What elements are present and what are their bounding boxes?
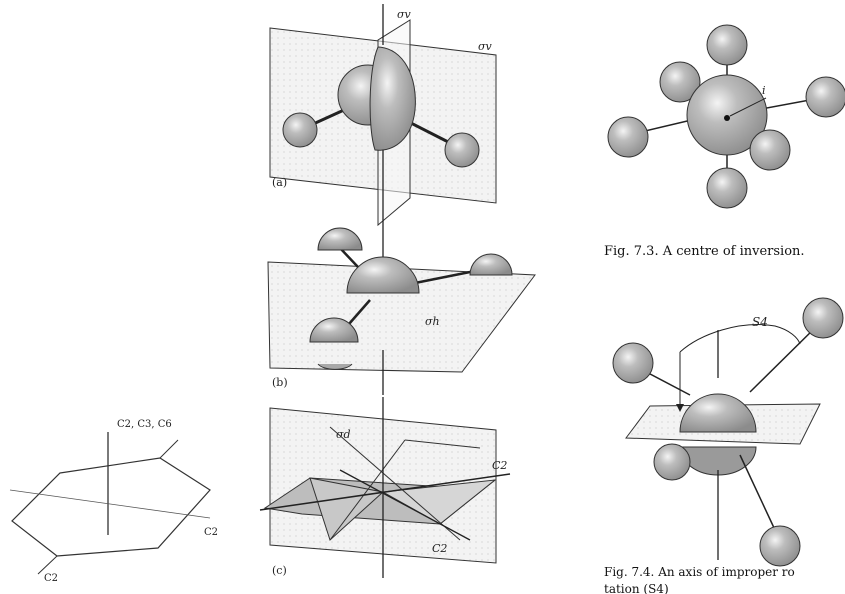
- atom-7-3-left: [607, 116, 649, 158]
- atom-central-half: [369, 46, 416, 151]
- atom-7-3-top: [706, 24, 748, 66]
- fig-7-4-caption-line-2: tation (S4): [604, 582, 669, 594]
- atom-7-4-upper-left: [612, 342, 654, 384]
- fig-7-3-diagram: i: [607, 24, 845, 209]
- c2-axis-horizontal: [259, 473, 511, 511]
- panel-c-tag: (c): [272, 564, 287, 577]
- sigma-v-label-2: σv: [478, 40, 493, 53]
- corner-stub-1: [159, 439, 179, 459]
- c2-axis-diagonal: [339, 469, 471, 541]
- principal-axis-label: C2, C3, C6: [117, 419, 172, 430]
- atom-b-center: [346, 256, 420, 294]
- sigma-d-line-3: [329, 439, 406, 541]
- hexagon-diagram: C2, C3, C6 C2 C2: [9, 419, 218, 584]
- atom-b-right: [469, 253, 513, 276]
- atom-b-top: [317, 227, 363, 251]
- inversion-centre-dot: [724, 115, 730, 121]
- atom-hydrogen-right: [444, 132, 480, 168]
- s4-rotation-arc: [679, 324, 801, 353]
- sigma-v-label-1: σv: [397, 8, 412, 21]
- sigma-h-plane: [267, 261, 536, 373]
- atom-b-front: [309, 317, 359, 343]
- sigma-d-line-1: [329, 426, 461, 541]
- sigma-d-line-2: [404, 439, 481, 449]
- atom-7-3-upper-left: [659, 61, 701, 103]
- panel-b-tag: (b): [272, 376, 288, 389]
- atom-7-3-lower-right: [749, 129, 791, 171]
- benzene-hexagon: [11, 457, 211, 557]
- inversion-label-leader: [729, 97, 767, 117]
- inversion-label: i: [762, 84, 766, 97]
- atom-b-front-under: [317, 363, 353, 370]
- sigma-d-label: σd: [336, 428, 351, 441]
- corner-axis-label: C2: [44, 573, 58, 584]
- fig-7-4-diagram: S4: [612, 297, 844, 567]
- panel-a: σv σv (a): [269, 4, 497, 227]
- fig-7-4-caption-line-1: Fig. 7.4. An axis of improper ro: [604, 565, 795, 579]
- atom-7-3-right: [805, 76, 845, 118]
- sigma-h-label: σh: [425, 315, 440, 328]
- corner-stub-2: [37, 555, 58, 575]
- bond-7-4-lower-right: [739, 454, 776, 531]
- panel-b: σh (b): [267, 215, 536, 395]
- atom-7-4-central-dome: [679, 393, 757, 433]
- c2-axis-line: [9, 489, 211, 519]
- atom-7-4-lower-right: [759, 525, 801, 567]
- atom-7-4-upper-right: [802, 297, 844, 339]
- panel-c: σd C2 C2 (c): [259, 397, 511, 578]
- fig-7-3-caption: Fig. 7.3. A centre of inversion.: [604, 244, 805, 259]
- atom-7-4-lower-left: [653, 443, 691, 481]
- s4-axis-label: S4: [752, 315, 768, 329]
- panel-a-tag: (a): [272, 176, 287, 189]
- c2-label-bottom: C2: [432, 542, 447, 555]
- atom-7-3-bottom: [706, 167, 748, 209]
- c2-label-right: C2: [492, 459, 507, 472]
- edge-axis-label: C2: [204, 527, 218, 538]
- s4-arrow-head: [676, 404, 684, 412]
- atom-hydrogen-left: [282, 112, 318, 148]
